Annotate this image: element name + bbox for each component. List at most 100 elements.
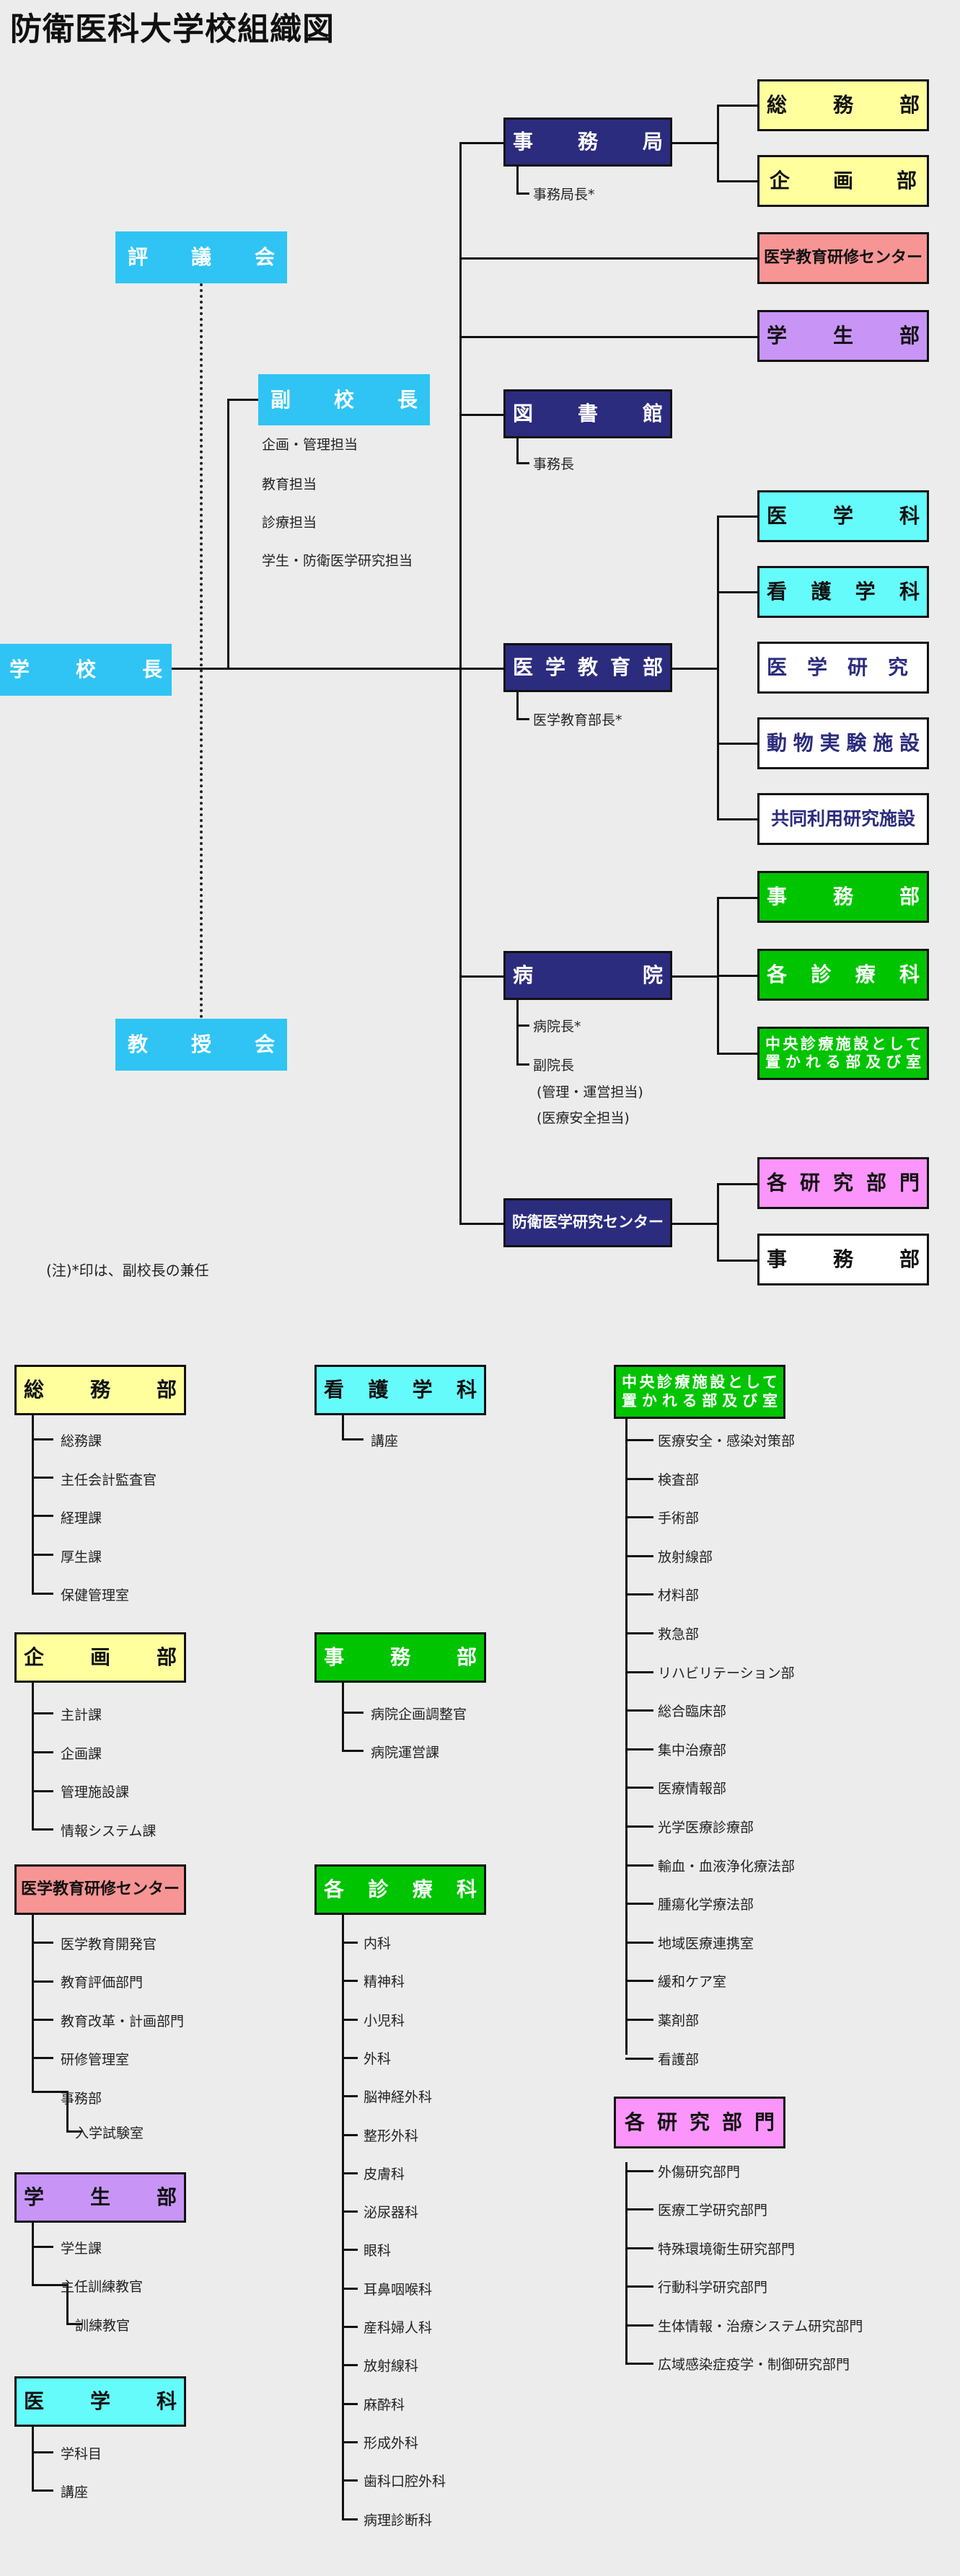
connector-line (625, 1632, 653, 1634)
detail-hospital-admin-box[interactable]: 事 務 部 (314, 1632, 486, 1683)
central-clinical-box[interactable]: 中央診療施設として 置かれる部及び室 (757, 1027, 929, 1080)
connector-line (717, 515, 719, 820)
research-divisions-box[interactable]: 各研究部門 (757, 1157, 929, 1209)
connector-line (717, 105, 757, 107)
list-item: 総合臨床部 (658, 1704, 727, 1720)
connector-line (32, 1554, 53, 1556)
detail-general-affairs-box[interactable]: 総 務 部 (14, 1365, 186, 1415)
student-affairs-box[interactable]: 学 生 部 (757, 310, 929, 362)
medical-education-head-label: 医学教育部長* (533, 712, 622, 728)
center-admin-box[interactable]: 事 務 部 (757, 1234, 929, 1285)
connector-line (459, 142, 462, 1224)
connector-line (516, 167, 519, 194)
secretariat-head-label: 事務局長* (533, 187, 595, 203)
connector-line (32, 1477, 53, 1479)
shared-research-box[interactable]: 共同利用研究施設 (757, 793, 929, 845)
list-item: 広域感染症疫学・制御研究部門 (658, 2357, 850, 2373)
connector-line (672, 668, 717, 670)
connector-line (66, 2091, 69, 2132)
medical-education-dept-box[interactable]: 医学教育部 (503, 643, 672, 692)
connector-line (32, 2019, 53, 2021)
defense-medicine-center-box[interactable]: 防衛医学研究センター (503, 1198, 672, 1247)
list-item: 企画課 (61, 1745, 102, 1762)
connector-line (625, 1787, 653, 1789)
clinical-departments-box[interactable]: 各 診 療 科 (757, 949, 929, 1001)
connector-line (625, 1439, 653, 1441)
detail-central-clinical-box[interactable]: 中央診療施設として 置かれる部及び室 (614, 1365, 785, 1419)
list-item: 研修管理室 (61, 2052, 130, 2068)
hospital-admin-box[interactable]: 事 務 部 (757, 871, 929, 923)
student-affairs-label: 学 生 部 (767, 324, 920, 348)
connector-line (516, 1000, 519, 1065)
training-center-label: 医学教育研修センター (763, 248, 922, 267)
connector-line (342, 2479, 358, 2482)
detail-medicine-course-box[interactable]: 医 学 科 (14, 2376, 186, 2427)
medicine-course-box[interactable]: 医 学 科 (757, 490, 929, 542)
connector-line (717, 1183, 757, 1185)
connector-line (342, 1915, 344, 2520)
detail-research-divisions-title: 各研究部門 (625, 2110, 775, 2135)
faculty-meeting-label: 教 授 会 (128, 1032, 275, 1057)
list-item: 病理診断科 (364, 2512, 433, 2528)
list-item: 薬剤部 (658, 2013, 700, 2029)
graduate-school-box[interactable]: 医 学 研 究 科 (757, 642, 929, 694)
list-item: 皮膚科 (364, 2166, 405, 2182)
connector-line (342, 2440, 358, 2443)
connector-line (32, 1593, 53, 1595)
principal-box[interactable]: 学 校 長 (0, 644, 172, 696)
connector-line (516, 1024, 529, 1027)
connector-line (717, 591, 757, 593)
list-subitem: 入学試験室 (75, 2125, 144, 2141)
central-clinical-label-line2: 置かれる部及び室 (765, 1053, 921, 1071)
detail-general-affairs-title: 総 務 部 (24, 1378, 177, 1402)
planning-box[interactable]: 企 画 部 (757, 155, 929, 207)
council-box[interactable]: 評 議 会 (115, 231, 287, 283)
detail-student-affairs-box[interactable]: 学 生 部 (14, 2172, 186, 2223)
shared-research-label: 共同利用研究施設 (770, 808, 915, 829)
connector-line (516, 438, 519, 464)
connector-line (625, 2057, 653, 2060)
list-item: 産科婦人科 (364, 2320, 433, 2336)
animal-lab-box[interactable]: 動物実験施設 (757, 717, 929, 769)
connector-line (32, 1438, 53, 1440)
detail-nursing-course-box[interactable]: 看 護 学 科 (314, 1365, 486, 1415)
list-item: 耳鼻咽喉科 (364, 2281, 433, 2298)
connector-line (717, 1260, 757, 1262)
connector-line (32, 2489, 53, 2492)
list-item: 教育評価部門 (61, 1975, 144, 1991)
clinical-departments-label: 各 診 療 科 (767, 962, 920, 987)
connector-line (625, 1593, 653, 1596)
general-affairs-box[interactable]: 総 務 部 (757, 79, 929, 131)
detail-planning-box[interactable]: 企 画 部 (14, 1632, 186, 1683)
connector-line (717, 975, 757, 977)
vice-principal-box[interactable]: 副 校 長 (258, 374, 430, 425)
detail-research-divisions-box[interactable]: 各研究部門 (614, 2097, 785, 2148)
list-item: 泌尿器科 (364, 2205, 419, 2221)
list-item: 医療工学研究部門 (658, 2203, 768, 2219)
connector-line (625, 1864, 653, 1867)
hospital-admin-label: 事 務 部 (767, 885, 920, 909)
center-admin-label: 事 務 部 (767, 1247, 920, 1272)
list-item: 学生課 (61, 2241, 102, 2257)
detail-clinical-departments-box[interactable]: 各 診 療 科 (314, 1864, 486, 1915)
secretariat-box[interactable]: 事 務 局 (503, 118, 672, 167)
connector-line (32, 2246, 53, 2248)
list-item: 光学医療診療部 (658, 1820, 754, 1836)
library-box[interactable]: 図 書 館 (503, 389, 672, 438)
list-item: 医療情報部 (658, 1781, 727, 1797)
hospital-box[interactable]: 病 院 (503, 951, 672, 1000)
connector-line (227, 399, 229, 669)
connector-line (459, 257, 757, 260)
faculty-meeting-box[interactable]: 教 授 会 (115, 1019, 287, 1071)
connector-line (66, 2323, 82, 2325)
detail-training-center-box[interactable]: 医学教育研修センター (14, 1864, 186, 1915)
connector-line (459, 414, 503, 416)
list-item: 緩和ケア室 (658, 1974, 727, 1991)
nursing-course-box[interactable]: 看 護 学 科 (757, 566, 929, 618)
connector-line (342, 1438, 364, 1440)
training-center-box[interactable]: 医学教育研修センター (757, 232, 929, 284)
list-item: 医療安全・感染対策部 (658, 1433, 796, 1449)
list-item: 放射線科 (364, 2358, 419, 2375)
connector-line (717, 1053, 757, 1055)
vice-principal-label: 副 校 長 (270, 387, 418, 412)
